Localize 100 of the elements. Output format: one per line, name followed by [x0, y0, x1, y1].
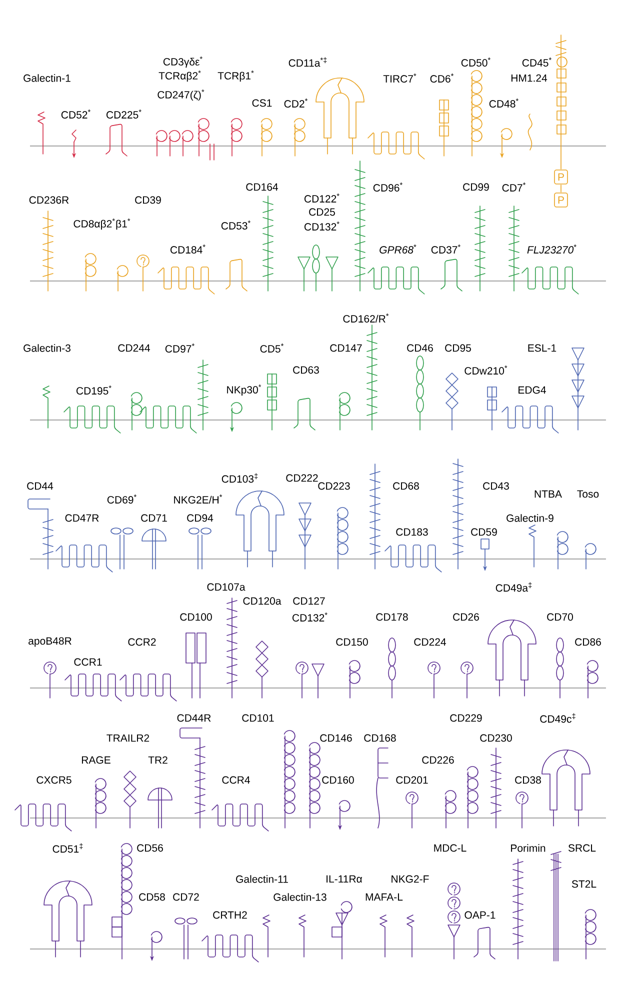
- protein-label: CD37$^{*}$: [431, 244, 460, 254]
- protein-label: CD132$^{*}$: [292, 612, 328, 622]
- protein-label: CD70: [547, 613, 573, 621]
- protein-label: CD222: [286, 474, 318, 482]
- protein-label: NTBA: [534, 490, 562, 498]
- protein-label: CD195$^{*}$: [76, 385, 112, 395]
- protein-label: CD103$^{‡}$: [222, 473, 258, 483]
- protein-label: CD39: [135, 196, 161, 204]
- protein-label: CD150: [336, 638, 368, 646]
- protein-label: CD69$^{*}$: [107, 494, 136, 504]
- protein-label: CD99: [463, 183, 489, 191]
- protein-label: CCR4: [222, 776, 250, 784]
- protein-label: CD107a: [207, 583, 246, 591]
- protein-label: HM1.24: [511, 74, 548, 82]
- protein-label: ESL-1: [528, 344, 556, 352]
- protein-label: TRAILR2: [106, 734, 150, 742]
- protein-label: CD183: [396, 528, 428, 536]
- protein-label: CD224: [414, 638, 446, 646]
- protein-label: CD164: [246, 183, 278, 191]
- protein-label: Galectin-11: [236, 875, 288, 883]
- protein-label: CD101: [242, 714, 274, 722]
- protein-label: CD168: [364, 734, 396, 742]
- protein-label: CD95: [445, 344, 471, 352]
- protein-label: CDw210$^{*}$: [464, 365, 508, 375]
- protein-label: CD72: [173, 893, 199, 901]
- protein-label: CD52$^{*}$: [61, 109, 90, 119]
- protein-label: CD51$^{‡}$: [52, 843, 83, 853]
- protein-label: CD59: [471, 528, 497, 536]
- protein-label: CD230: [480, 734, 512, 742]
- protein-label: CD244: [118, 344, 150, 352]
- protein-label: CXCR5: [36, 776, 72, 784]
- protein-label: CD86: [575, 638, 601, 646]
- protein-label: CD2$^{*}$: [284, 98, 308, 108]
- protein-label: CD160: [322, 776, 354, 784]
- protein-label: OAP-1: [464, 911, 496, 919]
- protein-label: Porimin: [511, 844, 546, 852]
- protein-label: CD6$^{*}$: [430, 73, 454, 83]
- protein-label: CD178: [376, 613, 408, 621]
- phosphate-box: P: [554, 192, 568, 208]
- protein-label: CD49a$^{‡}$: [496, 582, 532, 592]
- protein-label: CD53$^{*}$: [221, 220, 250, 230]
- protein-label: MDC-L: [434, 844, 466, 852]
- protein-label: CRTH2: [213, 911, 247, 919]
- protein-label: CD45$^{*}$: [522, 57, 552, 67]
- phosphate-box: P: [554, 170, 568, 184]
- protein-label: CD25: [309, 208, 335, 216]
- protein-label: CD223: [318, 482, 350, 490]
- protein-label: CCR2: [128, 638, 156, 646]
- protein-label: CD127: [293, 597, 325, 605]
- protein-label: TCRβ1$^{*}$: [218, 70, 254, 82]
- protein-label: CD38: [515, 776, 541, 784]
- protein-label: CD247(ζ)$^{*}$: [158, 89, 204, 101]
- protein-label: CD56: [137, 844, 163, 852]
- protein-label: CD5$^{*}$: [260, 343, 284, 353]
- protein-label: CD68: [393, 482, 419, 490]
- protein-label: CD184$^{*}$: [170, 244, 206, 254]
- protein-label: Galectin-1: [24, 74, 70, 82]
- protein-label: CD44R: [177, 714, 211, 722]
- protein-label: NKp30$^{*}$: [227, 384, 262, 396]
- protein-label: CD225$^{*}$: [106, 109, 142, 119]
- protein-label: CD146: [320, 734, 352, 742]
- protein-label: MAFA-L: [366, 893, 403, 901]
- protein-label: CD26: [453, 613, 479, 621]
- protein-label: CD46: [407, 344, 433, 352]
- protein-label: Galectin-9: [506, 514, 554, 522]
- protein-label: CCR1: [74, 658, 102, 666]
- protein-label: CD97$^{*}$: [165, 343, 194, 353]
- protein-label: CD162/R$^{*}$: [343, 313, 389, 323]
- protein-label: CD201: [396, 776, 428, 784]
- protein-label: TIRC7$^{*}$: [383, 73, 416, 83]
- protein-label: CS1: [252, 99, 272, 107]
- protein-label: TR2: [148, 756, 168, 764]
- protein-label: CD132$^{*}$: [304, 221, 340, 231]
- protein-label: NKG2-F: [392, 875, 429, 883]
- protein-label: CD11a$^{*‡}$: [288, 57, 327, 67]
- protein-label: CD100: [180, 613, 212, 621]
- protein-label: CD43: [483, 482, 509, 490]
- protein-label: CD147: [330, 344, 362, 352]
- protein-label: CD236R: [29, 196, 69, 204]
- protein-label: CD44: [27, 482, 54, 490]
- protein-label: CD8αβ2$^{*}$β1$^{*}$: [74, 218, 130, 230]
- protein-label: Galectin-3: [24, 344, 70, 352]
- protein-label: CD3γδε$^{*}$: [163, 56, 202, 68]
- protein-label: apoB48R: [28, 637, 72, 647]
- protein-label: CD94: [187, 514, 214, 522]
- protein-label: SRCL: [568, 844, 596, 852]
- protein-label: CD48$^{*}$: [489, 98, 518, 108]
- protein-label: CD7$^{*}$: [502, 182, 526, 192]
- protein-label: GPR68$^{*}$: [380, 244, 416, 254]
- protein-label: Galectin-13: [274, 893, 326, 901]
- protein-label: RAGE: [82, 756, 110, 764]
- protein-label: CD120a: [243, 597, 282, 605]
- protein-label: CD50$^{*}$: [461, 57, 490, 67]
- protein-label: CD229: [450, 714, 482, 722]
- protein-label: TCRαβ2$^{*}$: [158, 70, 201, 82]
- protein-label: CD122$^{*}$: [304, 193, 340, 203]
- protein-label: FLJ23270$^{*}$: [527, 244, 576, 254]
- protein-label: CD96$^{*}$: [373, 182, 402, 192]
- protein-label: Toso: [577, 490, 599, 498]
- protein-label: CD63: [293, 366, 319, 374]
